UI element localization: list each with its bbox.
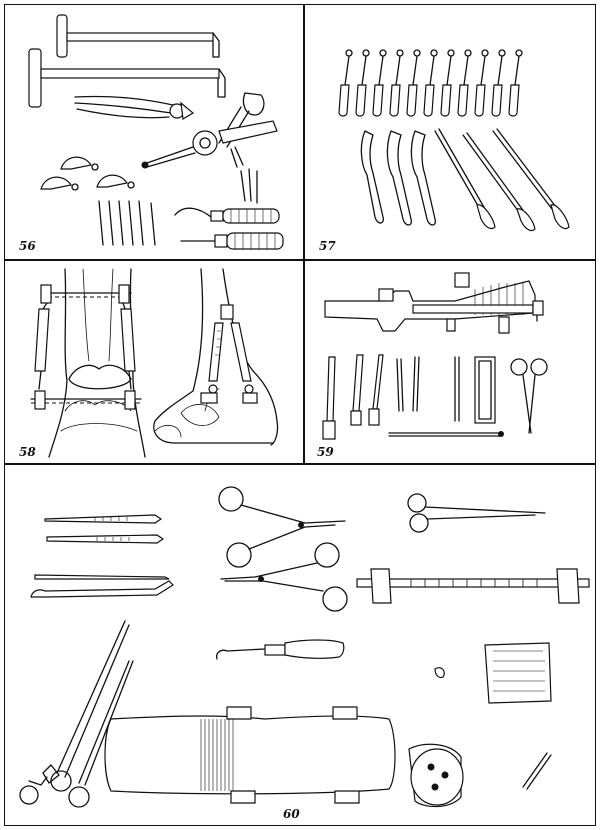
figure-60-panel: 60 (4, 464, 596, 826)
curette-tip (447, 49, 455, 57)
scissors-long-icon (407, 493, 546, 533)
curette-handle (389, 84, 401, 117)
figure-57-number: 57 (319, 239, 336, 253)
thread-spool-icon (408, 743, 464, 808)
figure-57-illustration (338, 49, 570, 232)
hand-drill-icon (141, 92, 278, 169)
curette-tip (345, 49, 353, 57)
curette-tip (396, 49, 404, 57)
curette-shaft (463, 55, 469, 86)
t-handle-wrench-2 (28, 48, 226, 108)
chisels-set-icon (322, 354, 460, 440)
curette-handle (491, 84, 503, 117)
cylinder-splint-icon (104, 706, 396, 804)
curette-shaft (361, 55, 367, 86)
figure-60-number: 60 (283, 807, 300, 821)
figure-56-panel: 56 (4, 4, 304, 260)
retractor-frame-icon (474, 356, 496, 424)
curette-handle (406, 84, 418, 117)
curette-handle (338, 84, 350, 117)
distraction-rod-icon (356, 568, 590, 604)
curette-shaft (446, 55, 452, 86)
long-elevator-3 (492, 128, 570, 230)
curette-tip (481, 49, 489, 57)
curette-handle (355, 84, 367, 117)
long-forceps-icon (19, 620, 130, 805)
pins-set-icon (240, 168, 258, 204)
small-bead-icon (434, 667, 445, 679)
curettes-row-icon (338, 49, 523, 117)
pliers-icon (74, 95, 195, 120)
figure-56-illustration (28, 14, 284, 250)
handled-awl-2 (180, 232, 284, 250)
curette-handle (440, 84, 452, 117)
figure-57-panel: 57 (304, 4, 596, 260)
curette-tip (430, 49, 438, 57)
knee-joint-front-view (48, 268, 146, 458)
scissors-icon (510, 358, 548, 434)
bent-elevator-1 (360, 130, 384, 224)
forceps-1 (44, 514, 163, 524)
bent-elevator-2 (386, 130, 412, 226)
bent-elevator-3 (410, 130, 436, 226)
external-fixator-side (200, 304, 258, 404)
curette-tip (379, 49, 387, 57)
figure-58-illustration (30, 268, 279, 458)
probe-icon (388, 431, 504, 437)
figure-59-panel: 59 (304, 260, 596, 464)
long-elevator-1 (434, 128, 496, 230)
figure-58-panel: 58 (4, 260, 304, 464)
t-handle-wrench-1 (56, 14, 220, 58)
handled-awl-1 (174, 207, 280, 224)
figure-59-number: 59 (317, 445, 334, 459)
wire-set-icon (98, 200, 156, 246)
small-clamps-icon (40, 156, 135, 191)
hemostat-2 (220, 542, 348, 612)
curette-shaft (514, 55, 520, 86)
curette-handle (457, 84, 469, 117)
curette-handle (474, 84, 486, 117)
external-fixator-front (30, 284, 142, 410)
gauze-pad-icon (484, 642, 552, 704)
curette-tip (515, 49, 523, 57)
probes-icon (30, 574, 174, 598)
long-elevator-2 (462, 132, 536, 232)
curette-tip (464, 49, 472, 57)
forceps-2 (46, 534, 165, 544)
figure-60-illustration (19, 486, 590, 808)
curette-handle (508, 84, 520, 117)
hemostat-1 (218, 486, 346, 568)
figure-56-number: 56 (19, 239, 36, 253)
curette-shaft (429, 55, 435, 86)
curette-shaft (412, 55, 418, 86)
figure-58-number: 58 (19, 445, 36, 459)
figure-59-illustration (322, 272, 548, 440)
curette-shaft (378, 55, 384, 86)
distraction-apparatus-icon (324, 272, 544, 334)
curette-handle (372, 84, 384, 117)
curette-tip (413, 49, 421, 57)
curette-shaft (344, 55, 350, 86)
curette-shaft (480, 55, 486, 86)
curette-tip (362, 49, 370, 57)
curette-shaft (497, 55, 503, 86)
curette-tip (498, 49, 506, 57)
small-tweezers-icon (522, 752, 552, 790)
curette-handle (423, 84, 435, 117)
curette-shaft (395, 55, 401, 86)
hook-elevator-icon (216, 639, 345, 660)
